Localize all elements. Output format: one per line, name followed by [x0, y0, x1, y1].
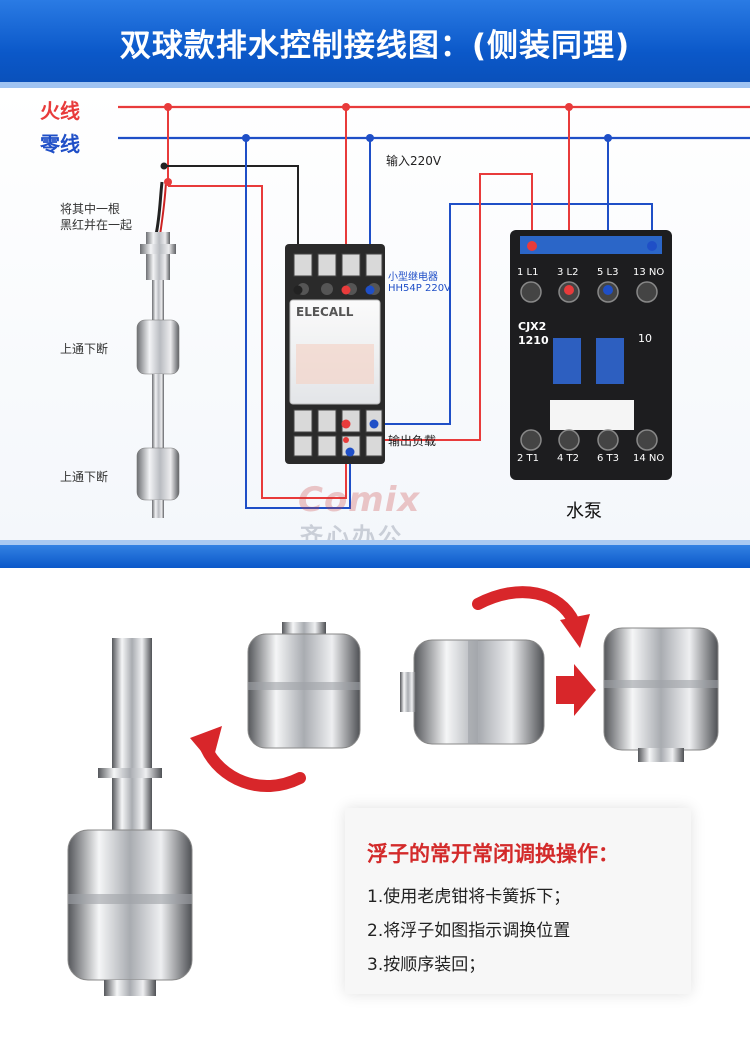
contactor-terminal-no13: 13 NO: [633, 267, 665, 278]
contactor-model-line2: 1210: [518, 334, 549, 347]
contactor-terminal-t2: 4 T2: [557, 453, 580, 464]
contactor-model-line1: CJX2: [518, 320, 547, 333]
relay-terminal-dots: [293, 285, 379, 457]
relay-brand: ELECALL: [296, 305, 354, 319]
wiring-svg: [118, 103, 750, 518]
contactor-terminal-no14: 14 NO: [633, 453, 665, 464]
curved-arrow-left: [200, 742, 306, 792]
contactor-terminal-t1: 2 T1: [517, 453, 540, 464]
contactor-terminal-l2: 3 L2: [557, 267, 579, 278]
live-wire-label: 火线: [40, 99, 80, 123]
relay-module: [285, 244, 385, 464]
contactor-terminal-l1: 1 L1: [517, 267, 539, 278]
contactor-terminal-l3: 5 L3: [597, 267, 619, 278]
sensor-cable: [154, 181, 164, 236]
relay-output-label: 输出负载: [388, 434, 437, 448]
float1-note: 上通下断: [60, 342, 109, 356]
page-title: 双球款排水控制接线图：(侧装同理): [119, 28, 631, 64]
divider-band: [0, 540, 750, 568]
sensor-note-line2: 黑红并在一起: [60, 218, 133, 232]
watermark-brand: Comix: [298, 480, 421, 520]
curved-arrow-top: [472, 586, 580, 628]
instruction-box: 浮子的常开常闭调换操作： 1.使用老虎钳将卡簧拆下； 2.将浮子如图指示调换位置…: [345, 808, 691, 994]
float-swap-svg: [67, 586, 719, 996]
relay-input-label: 输入220V: [386, 154, 442, 168]
straight-arrow-right: [556, 664, 596, 716]
instruction-step-2: 2.将浮子如图指示调换位置: [367, 921, 571, 941]
instruction-step-1: 1.使用老虎钳将卡簧拆下；: [367, 887, 571, 907]
neutral-wire-label: 零线: [40, 132, 80, 156]
sensor-note-line1: 将其中一根: [60, 202, 121, 216]
float-c: [603, 627, 719, 762]
relay-model-line1: 小型继电器: [388, 272, 438, 283]
curved-arrow-left-head: [190, 726, 222, 764]
float-b: [400, 639, 545, 745]
sensor-cable-red: [159, 181, 167, 236]
junction-dots: [160, 103, 612, 186]
pump-label: 水泵: [566, 501, 602, 522]
contactor-terminal-t3: 6 T3: [597, 453, 620, 464]
wire-relay-to-contactor-l1: [346, 173, 533, 441]
float-sensor: [136, 232, 180, 518]
wire-sensor-red: [168, 185, 347, 499]
contactor-extra-code: 10: [638, 332, 652, 345]
rod-with-float: [67, 638, 193, 996]
wire-neutral-relay-bottom: [245, 138, 351, 509]
float-a: [247, 622, 361, 749]
relay-model-line2: HH54P 220V: [388, 283, 451, 294]
instruction-title: 浮子的常开常闭调换操作：: [367, 842, 619, 866]
curved-arrow-top-head: [560, 614, 590, 648]
contactor-module: [510, 230, 672, 480]
header-banner: 双球款排水控制接线图：(侧装同理): [0, 0, 750, 88]
wire-relay-to-contactor-coil: [374, 203, 653, 425]
wire-sensor-black: [164, 165, 299, 290]
instruction-step-3: 3.按顺序装回；: [367, 955, 486, 975]
float2-note: 上通下断: [60, 470, 109, 484]
